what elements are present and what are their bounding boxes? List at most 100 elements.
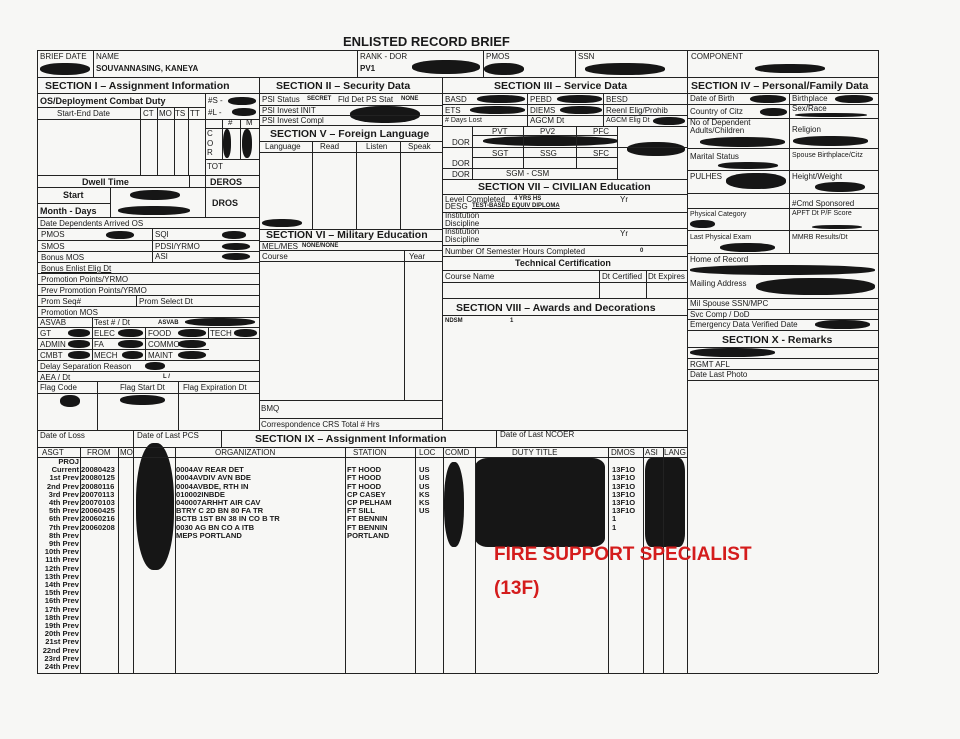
ts-label: TS: [175, 109, 186, 118]
start-end-date-label: Start-End Date: [57, 109, 110, 118]
assignment-org: 010002INBDE: [176, 489, 225, 499]
assignment-asgt: Current: [51, 465, 79, 475]
from-col: FROM: [87, 448, 111, 457]
bmq-label: BMQ: [261, 404, 280, 413]
promotion-mos-label: Promotion MOS: [41, 308, 98, 317]
ets-label: ETS: [445, 106, 461, 115]
section-3-title: SECTION III – Service Data: [494, 80, 628, 92]
soldier-name: SOUVANNASING, KANEYA: [96, 64, 199, 73]
assignment-station: FT SILL: [347, 506, 375, 516]
rgmt-afl-label: RGMT AFL: [690, 360, 730, 369]
assignment-asgt: 8th Prev: [49, 530, 79, 540]
dwell-time-label: Dwell Time: [82, 177, 129, 187]
course-name-col: Course Name: [445, 272, 495, 281]
asi-col: ASI: [645, 448, 658, 457]
assignment-station: CP CASEY: [347, 489, 386, 499]
pv2-label: PV2: [540, 127, 556, 136]
institution-label-2: Institution: [445, 227, 480, 236]
column-divider: [475, 447, 476, 673]
language-col: Language: [265, 142, 301, 151]
assignment-asgt: 4th Prev: [49, 498, 79, 507]
section-8-title: SECTION VIII – Awards and Decorations: [456, 302, 656, 314]
os-deployment-label: OS/Deployment Combat Duty: [40, 96, 166, 106]
rank-dor-label: RANK - DOR: [360, 52, 408, 61]
m-label: M: [246, 118, 253, 127]
pmos-label-s1: PMOS: [41, 230, 65, 239]
assignment-station: FT HOOD: [347, 465, 382, 475]
assignment-dmos: 13F1O: [612, 473, 636, 483]
prom-seq-label: Prom Seq#: [41, 297, 82, 306]
section-4-title: SECTION IV – Personal/Family Data: [691, 80, 869, 92]
admin-label: ADMIN: [40, 340, 66, 349]
spouse-birthplace-label: Spouse Birthplace/Citz: [792, 152, 863, 159]
assignment-asgt: 2nd Prev: [46, 481, 79, 491]
svc-comp-label: Svc Comp / DoD: [690, 310, 750, 319]
column-divider: [608, 447, 609, 673]
asgt-col: ASGT: [42, 448, 64, 457]
commo-label: COMMO: [148, 340, 180, 349]
dob-label: Date of Birth: [690, 94, 735, 103]
duty-title-col: DUTY TITLE: [512, 448, 558, 457]
physical-category-label: Physical Category: [690, 211, 747, 218]
r-label: R: [207, 148, 213, 157]
ssg-label: SSG: [540, 149, 557, 158]
fld-det-label: Fld Det PS Stat: [338, 95, 394, 104]
bonus-enlist-label: Bonus Enlist Elig Dt: [41, 264, 112, 273]
assignment-dmos: 1: [612, 514, 617, 524]
apft-label: APFT Dt P/F Score: [792, 210, 852, 217]
assignment-asgt: 21st Prev: [45, 637, 79, 647]
column-divider: [133, 447, 134, 673]
assignment-asgt: 5th Prev: [49, 506, 79, 516]
discipline-label-1: Discipline: [445, 219, 480, 228]
sgt-label: SGT: [492, 149, 509, 158]
flag-code-label: Flag Code: [40, 383, 77, 392]
course-col: Course: [262, 252, 288, 261]
pvt-label: PVT: [492, 127, 508, 136]
sgm-csm-label: SGM - CSM: [506, 169, 550, 178]
section-2-title: SECTION II – Security Data: [276, 80, 411, 92]
section-10-title: SECTION X - Remarks: [722, 334, 833, 346]
flag-expiration-label: Flag Expiration Dt: [183, 383, 247, 392]
assignment-asgt: 7th Prev: [49, 522, 79, 532]
assignment-asgt: 15th Prev: [44, 588, 79, 598]
asvab-label: ASVAB: [40, 318, 67, 327]
assignment-dmos: 13F1O: [612, 481, 636, 491]
column-divider: [175, 447, 176, 673]
smos-label: SMOS: [41, 242, 65, 251]
institution-label-1: Institution: [445, 211, 480, 220]
test-dt-label: Test # / Dt: [94, 318, 131, 327]
assignment-asgt: 16th Prev: [44, 596, 79, 606]
assignment-loc: US: [419, 481, 430, 491]
assignment-asgt: 23rd Prev: [44, 653, 79, 663]
loc-col: LOC: [419, 448, 436, 457]
ct-label: CT: [143, 109, 154, 118]
agcm-dt-label: AGCM Dt: [530, 116, 565, 125]
assignment-asgt: 13th Prev: [44, 571, 79, 581]
assignment-loc: KS: [419, 498, 430, 507]
column-divider: [443, 447, 444, 673]
name-label: NAME: [96, 52, 120, 61]
semester-hours-label: Number Of Semester Hours Completed: [445, 247, 586, 256]
assignment-org: BCTB 1ST BN 38 IN CO B TR: [176, 514, 280, 524]
religion-label: Religion: [792, 125, 821, 134]
comd-col: COMD: [445, 448, 470, 457]
pulhes-label: PULHES: [690, 172, 723, 181]
mil-spouse-label: Mil Spouse SSN/MPC: [690, 299, 769, 308]
assignment-station: CP PELHAM: [347, 498, 392, 507]
annotation-job-title: FIRE SUPPORT SPECIALIST: [494, 544, 752, 565]
mmrb-label: MMRB Results/Dt: [792, 234, 848, 241]
assignment-loc: US: [419, 465, 430, 475]
annotation-mos-code: (13F): [494, 578, 540, 599]
food-label: FOOD: [148, 329, 172, 338]
assignment-asgt: 3rd Prev: [48, 489, 79, 499]
sqi-label: SQI: [155, 230, 169, 239]
yr-label-2: Yr: [620, 229, 628, 238]
mo-label: MO: [159, 109, 172, 118]
column-divider: [415, 447, 416, 673]
dmos-col: DMOS: [611, 448, 635, 457]
agcm-elig-label: AGCM Elig Dt: [606, 117, 650, 124]
column-divider: [663, 447, 664, 673]
assignment-station: FT HOOD: [347, 481, 382, 491]
assignment-org: 0004AVBDE, RTH IN: [176, 481, 249, 491]
station-col: STATION: [353, 448, 387, 457]
